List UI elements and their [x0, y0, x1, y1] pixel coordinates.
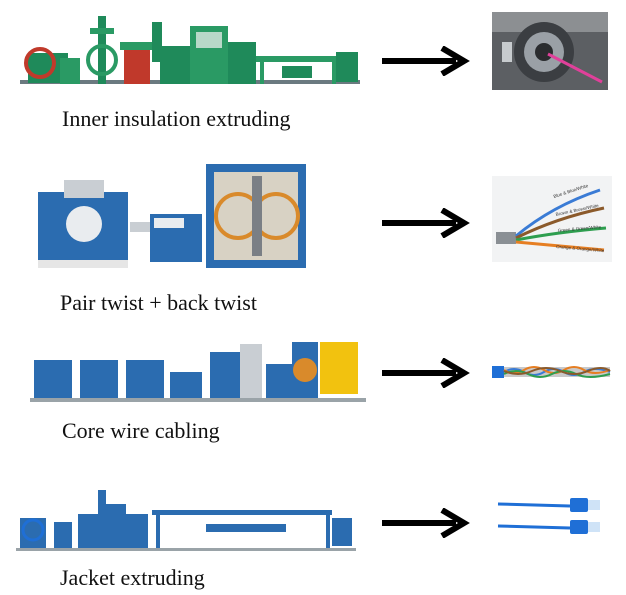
cabled-core-image — [492, 362, 612, 382]
stage-label: Inner insulation extruding — [62, 106, 291, 131]
stage-label: Jacket extruding — [60, 565, 205, 590]
right-arrow-icon — [382, 208, 470, 238]
pair-label-orange: Orange & Orange/White — [556, 244, 605, 253]
pair-label-green: Green & Green/White — [558, 224, 602, 233]
inner-insulation-extrusion-line-image — [20, 8, 360, 100]
right-arrow-icon — [382, 508, 470, 538]
jacket-extrusion-line-image — [16, 484, 356, 554]
right-arrow-icon — [382, 358, 470, 388]
pair-twisting-machine-image — [38, 164, 310, 272]
extruder-die-closeup-image — [492, 12, 608, 90]
core-wire-cabling-line-image — [30, 338, 366, 404]
right-arrow-icon — [382, 46, 470, 76]
stage-label: Pair twist + back twist — [60, 290, 257, 315]
twisted-pairs-labeled-image: Blue & Blue/White Brown & Brown/White Gr… — [492, 176, 612, 262]
stage-label: Core wire cabling — [62, 418, 220, 443]
patch-cables-image — [494, 492, 606, 542]
